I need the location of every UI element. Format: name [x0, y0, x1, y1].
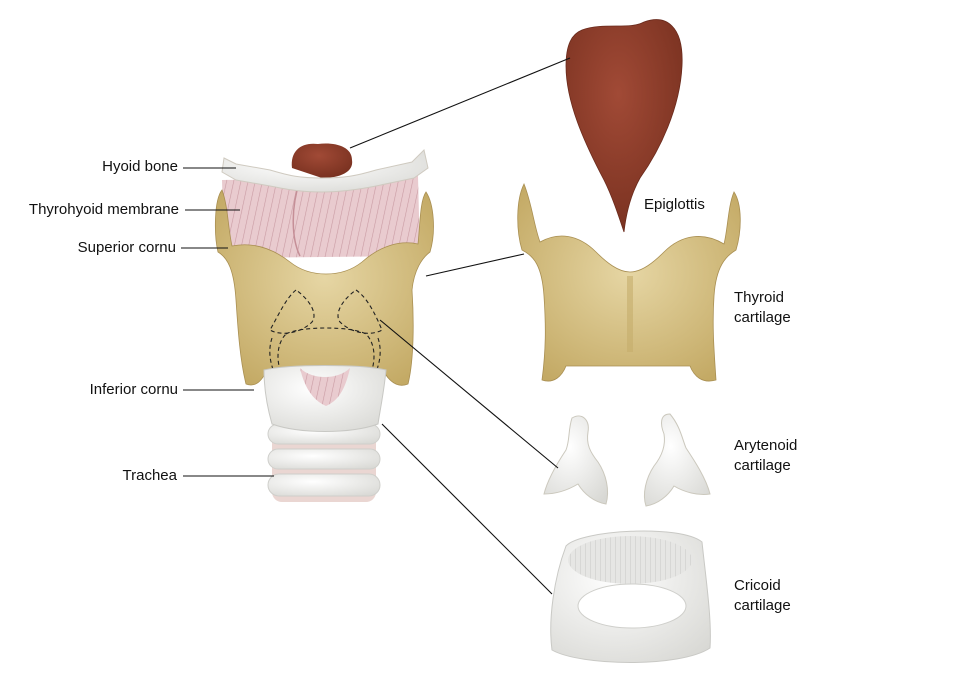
right-arytenoid-shape — [644, 414, 710, 506]
left-arytenoid-shape — [544, 416, 608, 504]
label-hyoid-bone: Hyoid bone — [102, 157, 178, 177]
label-arytenoid-cartilage-line2: cartilage — [734, 456, 791, 476]
label-superior-cornu: Superior cornu — [78, 238, 176, 258]
cricoid-cartilage-shape — [551, 531, 711, 663]
label-epiglottis: Epiglottis — [644, 195, 705, 215]
label-thyroid-cartilage-line2: cartilage — [734, 308, 791, 328]
epiglottis-tip-shape — [292, 144, 352, 178]
trachea-shape — [268, 420, 380, 502]
label-thyroid-cartilage-line1: Thyroid — [734, 288, 784, 308]
label-cricoid-cartilage-line2: cartilage — [734, 596, 791, 616]
label-cricoid-cartilage-line1: Cricoid — [734, 576, 781, 596]
assembled-larynx — [215, 144, 433, 502]
label-arytenoid-cartilage-line1: Arytenoid — [734, 436, 797, 456]
label-thyrohyoid-membrane: Thyrohyoid membrane — [29, 200, 179, 220]
cricoid-assembled-shape — [264, 366, 386, 432]
label-trachea: Trachea — [123, 466, 177, 486]
label-inferior-cornu: Inferior cornu — [90, 380, 178, 400]
